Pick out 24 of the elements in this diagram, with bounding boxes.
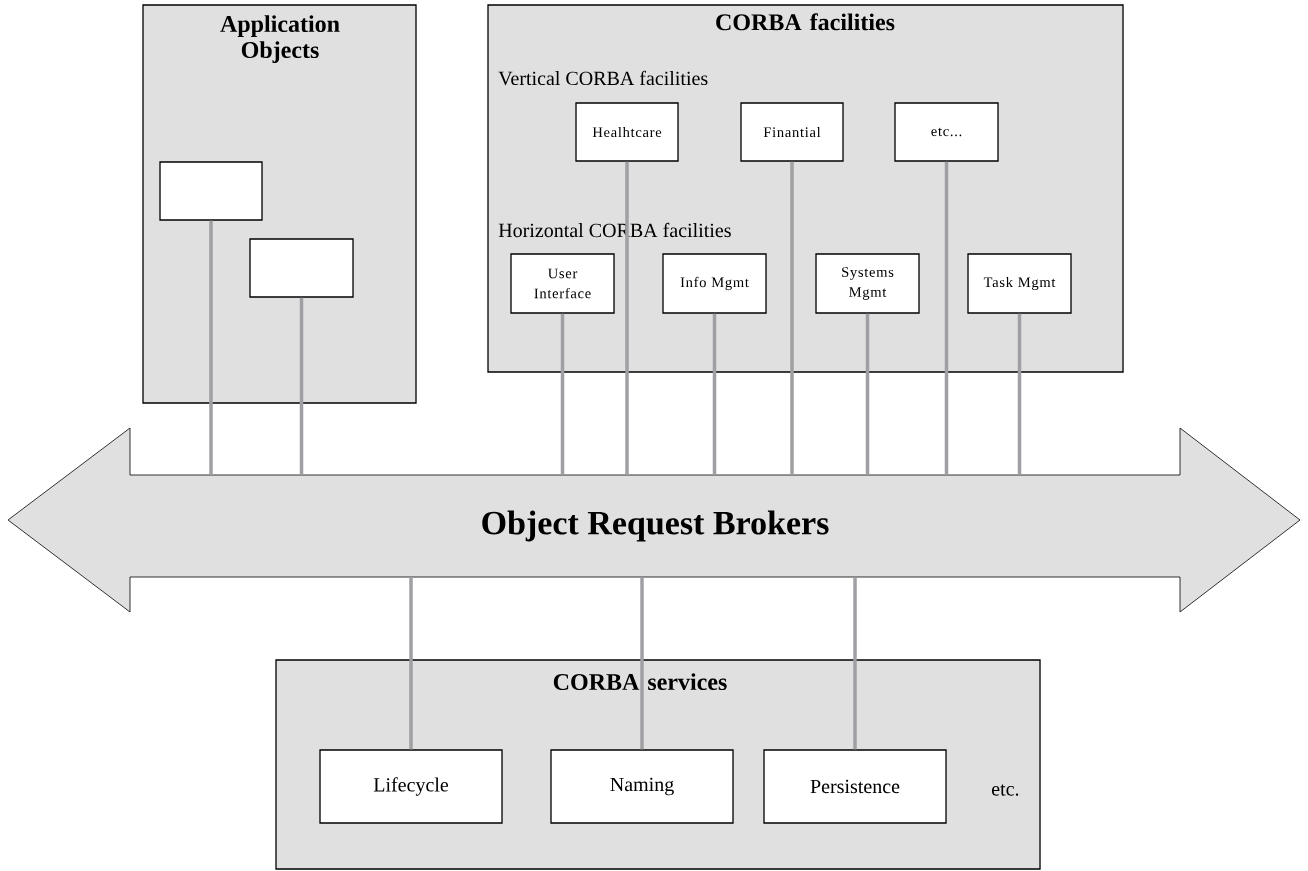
connector-line: [944, 161, 949, 475]
connector-line: [865, 313, 870, 475]
facility-box: etc...: [894, 102, 999, 162]
service-box: Persistence: [763, 749, 947, 824]
connector-line: [1017, 313, 1022, 475]
facility-box: User Interface: [510, 253, 615, 314]
connector-line: [712, 313, 717, 475]
connector-line: [209, 220, 213, 475]
component-box: [159, 161, 263, 221]
facility-box: Systems Mgmt: [815, 253, 920, 314]
connector-line: [853, 577, 857, 750]
facility-box: Healhtcare: [575, 102, 679, 162]
connector-line: [640, 577, 644, 750]
connector-line: [409, 577, 413, 750]
component-box: [249, 238, 354, 298]
connector-line: [299, 297, 304, 475]
connector-line: [560, 313, 565, 475]
facility-box: Task Mgmt: [967, 253, 1072, 314]
facility-box: Finantial: [740, 102, 844, 162]
service-box: Naming: [550, 749, 734, 824]
connector-line: [625, 161, 629, 475]
connector-line: [790, 161, 794, 475]
facility-box: Info Mgmt: [662, 253, 767, 314]
service-box: Lifecycle: [319, 749, 503, 824]
